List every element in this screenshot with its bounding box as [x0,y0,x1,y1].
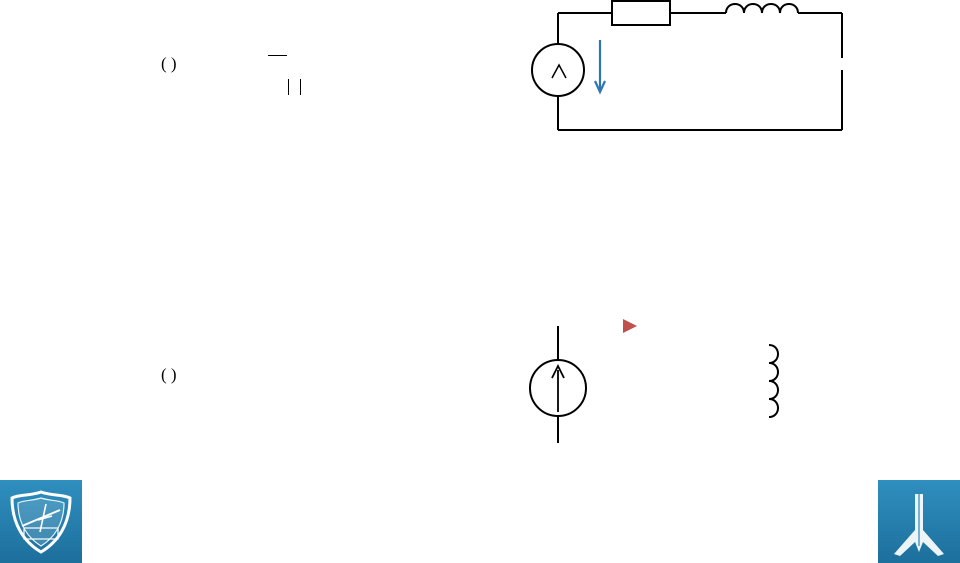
formula-abs-bar-right [300,79,302,95]
ac-source-symbol [551,63,567,79]
voltage-arrow [593,40,607,95]
triangle-bullet-icon [623,319,637,333]
rocket-tail-fins-logo [894,494,944,556]
formula-parentheses-bottom: ( ) [161,365,177,384]
formula-abs-bar-left [288,79,290,95]
current-source [529,326,587,443]
mai-university-shield-logo [10,490,72,554]
mai-logo-tile [0,480,82,563]
rocket-logo-tile [878,480,960,563]
inductor-horizontal [725,3,799,14]
resistor [611,0,671,26]
inductor-vertical [768,344,779,418]
series-rl-circuit [531,0,843,131]
ac-voltage-source [531,43,585,97]
circuit-diagrams [529,0,843,443]
formula-parentheses-top: ( ) [161,54,177,73]
formula-overbar [268,55,287,56]
